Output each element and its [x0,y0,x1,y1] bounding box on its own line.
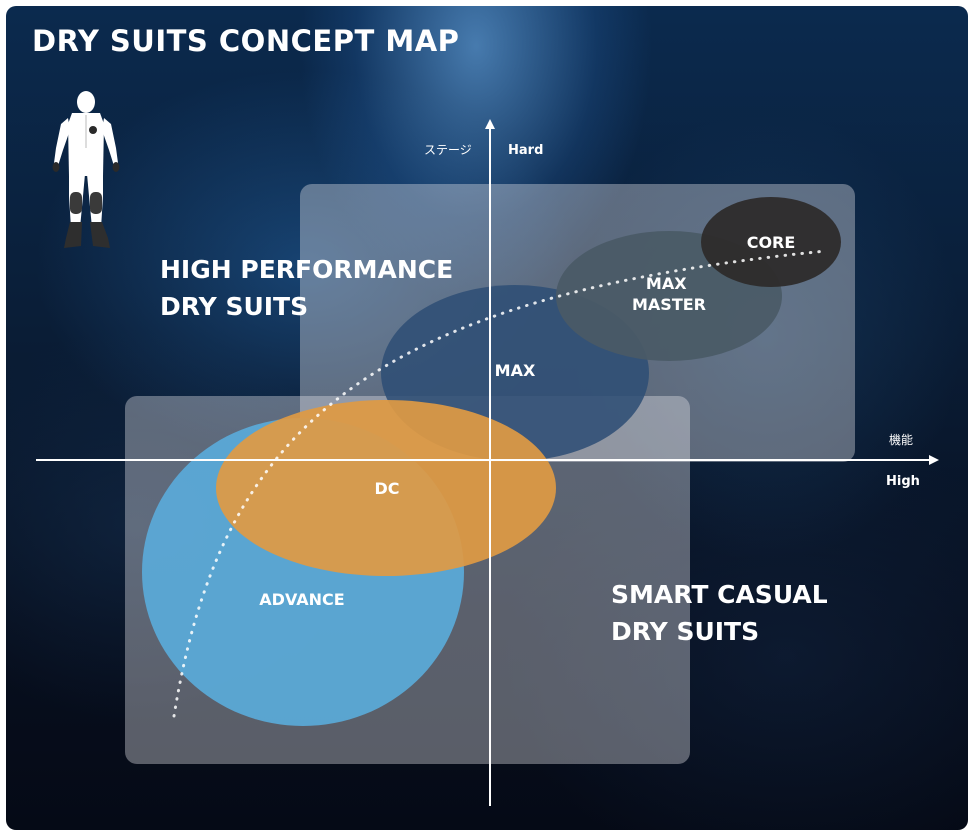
dc-label: DC [374,479,399,498]
progression-curve [172,249,828,718]
x-axis-label-en: High [886,474,920,489]
core-label: CORE [747,233,796,252]
y-axis-label-jp: ステージ [424,143,472,157]
x-axis-label-jp: 機能 [889,432,913,447]
smart-casual-line-1: SMART CASUAL [611,580,828,609]
high-performance-label: HIGH PERFORMANCE DRY SUITS [160,255,462,321]
page-title: DRY SUITS CONCEPT MAP [32,24,460,58]
advance-label: ADVANCE [259,590,344,609]
core-label-line-1: CORE [747,233,796,252]
high-performance-line-1: HIGH PERFORMANCE [160,255,453,284]
dry-suit-icon [52,91,120,248]
high-performance-line-2: DRY SUITS [160,292,308,321]
advance-label-line-1: ADVANCE [259,590,344,609]
max-label: MAX [495,361,536,380]
max-master-label-line-2: MASTER [632,295,706,314]
dc-ellipse[interactable] [216,400,556,576]
max-master-label: MAX MASTER [632,274,706,314]
y-axis-label-en: Hard [508,143,543,158]
smart-casual-label: SMART CASUAL DRY SUITS [611,580,836,646]
dc-label-line-1: DC [374,479,399,498]
concept-map-diagram: ステージ Hard 機能 High HIGH PERFORMANCE DRY S… [36,119,939,806]
max-master-label-line-1: MAX [646,274,687,293]
core-ellipse[interactable] [701,197,841,287]
max-label-line-1: MAX [495,361,536,380]
smart-casual-line-2: DRY SUITS [611,617,759,646]
concept-map-canvas: ステージ Hard 機能 High HIGH PERFORMANCE DRY S… [6,6,968,830]
